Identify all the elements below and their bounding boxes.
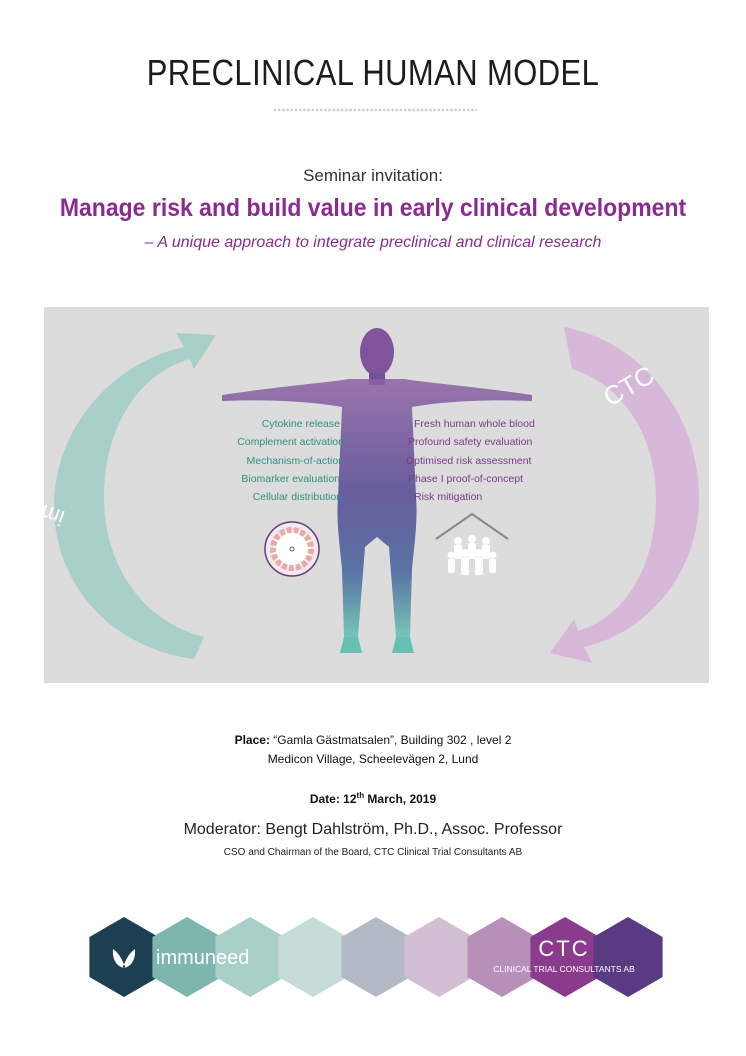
divider-dot [328,108,331,112]
footer-hexagon [215,917,285,997]
divider-dot [399,108,403,112]
right-item: Profound safety evaluation [408,436,532,448]
divider-dot [450,108,453,112]
ctc-logo-text: CLINICAL TRIAL CONSULTANTS AB [493,964,635,974]
people-group-icon [435,512,509,575]
divider-dot [420,108,424,112]
divider-dot [387,108,390,112]
footer-hexagon [341,917,411,997]
divider-dot [303,108,306,112]
date-ordinal: th [356,791,365,800]
footer-hexagon [278,917,348,997]
blood-cells-icon [264,521,320,577]
footer-hexagon [152,917,222,997]
divider-dot [345,108,348,112]
immuneed-logo-text: immuneed [156,947,249,969]
divider-dot [357,108,361,112]
divider-dot [315,108,319,112]
divider-dot [424,108,428,112]
divider-dot [286,108,289,112]
divider-dot [366,108,369,112]
divider-dot [336,108,340,112]
divider-dot [466,108,470,112]
dotted-divider [273,108,477,112]
subheadline: – A unique approach to integrate preclin… [144,234,602,251]
divider-dot [324,108,327,112]
footer-hexagon [404,917,474,997]
preclinical-items-list: Cytokine release Complement activation M… [237,418,344,503]
divider-dot [349,108,352,112]
divider-dot [441,108,445,112]
clinical-items-list: Fresh human whole blood Profound safety … [406,418,535,503]
divider-dot [458,108,462,112]
date-prefix: Date: 12 [309,792,357,806]
date-suffix: March, 2019 [364,792,437,806]
divider-dot [319,108,323,112]
footer-hexagon [467,917,537,997]
divider-dot [273,108,277,112]
immuneed-logo-mark [112,949,136,968]
divider-dot [307,108,310,112]
divider-dot [391,108,394,112]
divider-dot [374,108,378,112]
human-figure [222,328,532,653]
divider-dot [412,108,415,112]
divider-dot [462,108,466,112]
divider-dot [353,108,357,112]
moderator-role: CSO and Chairman of the Board, CTC Clini… [223,847,523,858]
moderator: Moderator: Bengt Dahlström, Ph.D., Assoc… [183,821,563,838]
left-item: Cellular distribution [253,491,342,503]
footer-hexagon [89,917,159,997]
divider-dot [403,108,407,112]
left-item: Complement activation [237,436,344,448]
banner-illustration: immuneed CTC [0,327,699,663]
page-title: PRECLINICAL HUMAN MODEL [146,52,600,93]
event-place: Place: “Gamla Gästmatsalen”, Building 30… [0,733,746,747]
right-item: Phase I proof-of-concept [408,473,523,485]
left-item: Mechanism-of-action [247,455,345,467]
divider-dot [332,108,336,112]
left-item: Biomarker evaluation [241,473,340,485]
event-date: Date: 12th March, 2019 [0,791,746,806]
divider-dot [282,108,285,112]
divider-dot [311,108,315,112]
ctc-cycle-arrow [550,327,699,663]
place-label: Place: [234,733,270,747]
right-item: Fresh human whole blood [414,418,535,430]
divider-dot [433,108,436,112]
hero-banner: immuneed CTC [0,307,709,683]
divider-dot [370,108,373,112]
place-value: “Gamla Gästmatsalen”, Building 302 , lev… [269,733,512,747]
seminar-label: Seminar invitation: [303,166,443,185]
right-item: Risk mitigation [414,491,482,503]
divider-dot [277,108,281,112]
headline: Manage risk and build value in early cli… [59,194,687,222]
footer-hexagon [530,917,600,997]
divider-dot [290,108,294,112]
divider-dot [361,108,365,112]
event-address: Medicon Village, Scheelevägen 2, Lund [267,752,479,766]
divider-dot [437,108,441,112]
divider-dot [298,108,302,112]
divider-dot [475,108,477,112]
right-item: Optimised risk assessment [406,455,532,467]
divider-dot [294,108,298,112]
divider-dot [445,108,449,112]
divider-dot [378,108,382,112]
divider-dot [454,108,457,112]
footer-hexagon [593,917,663,997]
footer-logo-band: immuneed CTC CLINICAL TRIAL CONSULTANTS … [89,917,663,997]
divider-dot [408,108,411,112]
ctc-logo: CTC CLINICAL TRIAL CONSULTANTS AB [493,936,635,974]
divider-dot [340,108,344,112]
immuneed-cycle-arrow [54,333,216,659]
ctc-logo-mark: CTC [538,936,589,961]
divider-dot [471,108,474,112]
left-item: Cytokine release [262,418,340,430]
divider-dot [429,108,432,112]
divider-dot [416,108,420,112]
divider-dot [395,108,399,112]
divider-dot [382,108,386,112]
